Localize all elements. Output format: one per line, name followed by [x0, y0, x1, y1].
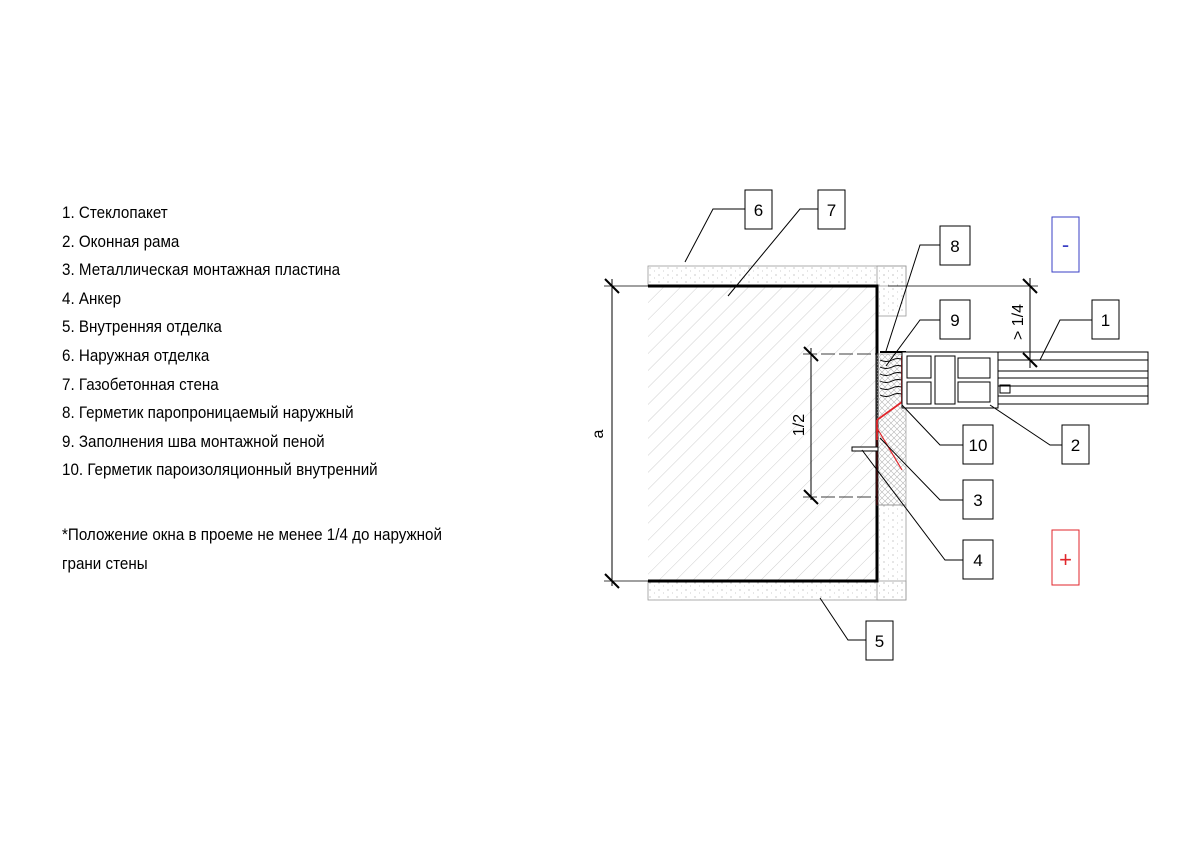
dimension-half-label: 1/2	[791, 414, 808, 436]
callout-9: 9	[939, 299, 971, 340]
dimension-quarter-label: > 1/4	[1010, 304, 1027, 340]
legend-item-9: 9. Заполнения шва монтажной пеной	[62, 432, 325, 451]
legend-item-7: 7. Газобетонная стена	[62, 375, 219, 394]
note-line-2: грани стены	[62, 555, 148, 573]
legend-item-4: 4. Анкер	[62, 289, 122, 308]
legend-item-5: 5. Внутренняя отделка	[62, 318, 222, 337]
svg-text:2: 2	[1071, 436, 1080, 455]
anchor	[851, 446, 879, 452]
window-position-note: *Положение окна в проеме не менее 1/4 до…	[62, 521, 532, 579]
callout-3: 3	[962, 479, 994, 520]
reveal-finish-layer	[876, 265, 907, 317]
svg-text:10: 10	[969, 436, 988, 455]
svg-text:8: 8	[950, 237, 959, 256]
svg-text:+: +	[1059, 547, 1072, 572]
note-line-1: *Положение окна в проеме не менее 1/4 до…	[62, 526, 442, 544]
callout-1: 1	[1091, 299, 1120, 340]
legend-item-2: 2. Оконная рама	[62, 232, 180, 251]
callout-2: 2	[1061, 424, 1090, 465]
svg-text:-: -	[1062, 232, 1069, 257]
foam-squiggles	[879, 358, 905, 397]
mounting-plate-diagonal	[876, 427, 903, 471]
callout-8: 8	[939, 225, 971, 266]
exterior-finish-layer	[647, 265, 907, 287]
legend-list: 1. Стеклопакет 2. Оконная рама 3. Металл…	[62, 199, 405, 485]
dimension-quarter	[888, 278, 1038, 368]
dimension-a	[604, 278, 648, 589]
outside-sign-box: -	[1051, 216, 1080, 273]
svg-text:6: 6	[754, 201, 763, 220]
callout-7: 7	[817, 189, 846, 230]
aerated-concrete-wall	[648, 286, 877, 581]
legend-item-8: 8. Герметик паропроницаемый наружный	[62, 404, 354, 423]
legend-item-10: 10. Герметик пароизоляционный внутренний	[62, 461, 378, 480]
legend-item-6: 6. Наружная отделка	[62, 346, 210, 365]
callout-10: 10	[962, 424, 994, 465]
svg-text:5: 5	[875, 632, 884, 651]
window-frame	[901, 351, 1011, 409]
interior-finish-layer	[647, 580, 907, 601]
callout-5: 5	[865, 620, 894, 661]
dimension-a-label: a	[590, 429, 607, 438]
glass-unit	[997, 351, 1149, 405]
inside-sign-box: +	[1051, 529, 1080, 586]
svg-text:7: 7	[827, 201, 836, 220]
legend-item-1: 1. Стеклопакет	[62, 204, 168, 222]
leader-lines	[684, 208, 1092, 641]
svg-text:9: 9	[950, 311, 959, 330]
callout-4: 4	[962, 539, 994, 580]
svg-text:3: 3	[973, 491, 982, 510]
callout-6: 6	[744, 189, 773, 230]
dimension-half	[803, 346, 877, 505]
svg-text:1: 1	[1101, 311, 1110, 330]
legend-item-3: 3. Металлическая монтажная пластина	[62, 261, 341, 280]
svg-text:4: 4	[973, 551, 982, 570]
